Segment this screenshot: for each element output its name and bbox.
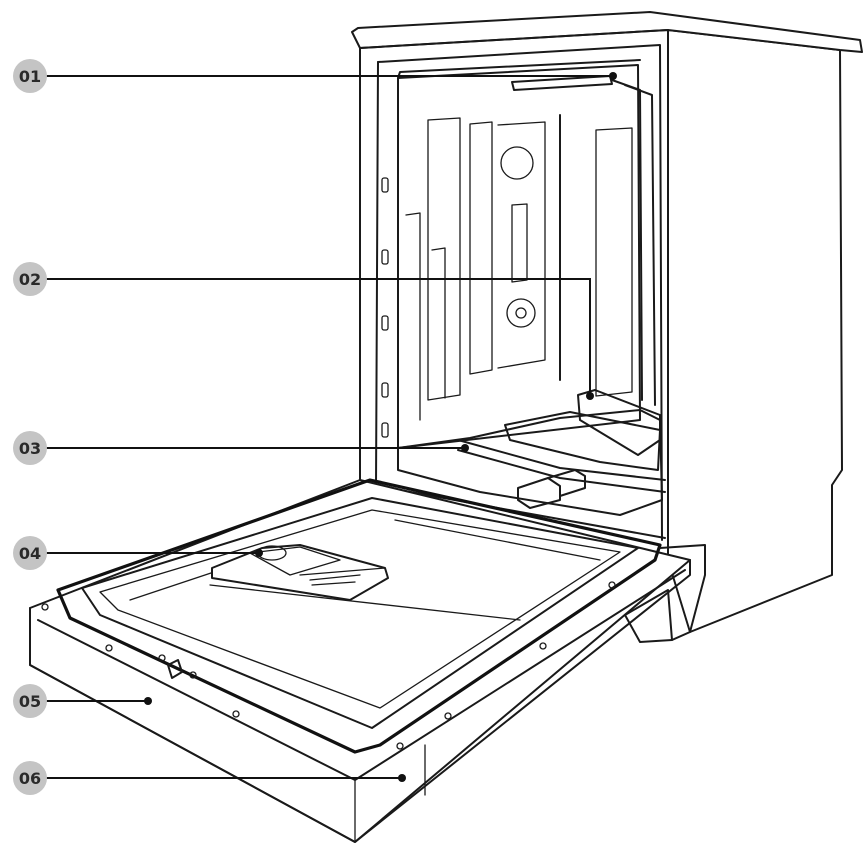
- callout-label-01: 01: [19, 67, 41, 86]
- side-rail-holes: [381, 177, 389, 438]
- callout-label-06: 06: [19, 769, 41, 788]
- tub-interior: [397, 59, 666, 539]
- callout-badge-05: 05: [13, 684, 47, 718]
- door: [29, 478, 706, 843]
- callout-badge-06: 06: [13, 761, 47, 795]
- leader-dot-06: [398, 774, 406, 782]
- callout-badge-04: 04: [13, 536, 47, 570]
- callout-badge-01: 01: [13, 59, 47, 93]
- leader-dot-03: [461, 444, 469, 452]
- callout-leaders: [46, 72, 617, 782]
- callout-label-05: 05: [19, 692, 41, 711]
- callout-label-04: 04: [19, 544, 41, 563]
- leader-dot-04: [255, 549, 263, 557]
- callout-label-03: 03: [19, 439, 41, 458]
- leader-dot-02: [586, 392, 594, 400]
- dishwasher-cabinet: [351, 11, 863, 633]
- callout-badge-03: 03: [13, 431, 47, 465]
- leader-02: [46, 278, 591, 396]
- callout-badge-02: 02: [13, 262, 47, 296]
- callout-badges: 01 02 03 04 05 06: [13, 59, 47, 795]
- leader-dot-05: [144, 697, 152, 705]
- door-screws: [41, 581, 616, 750]
- leader-dot-01: [609, 72, 617, 80]
- callout-label-02: 02: [19, 270, 41, 289]
